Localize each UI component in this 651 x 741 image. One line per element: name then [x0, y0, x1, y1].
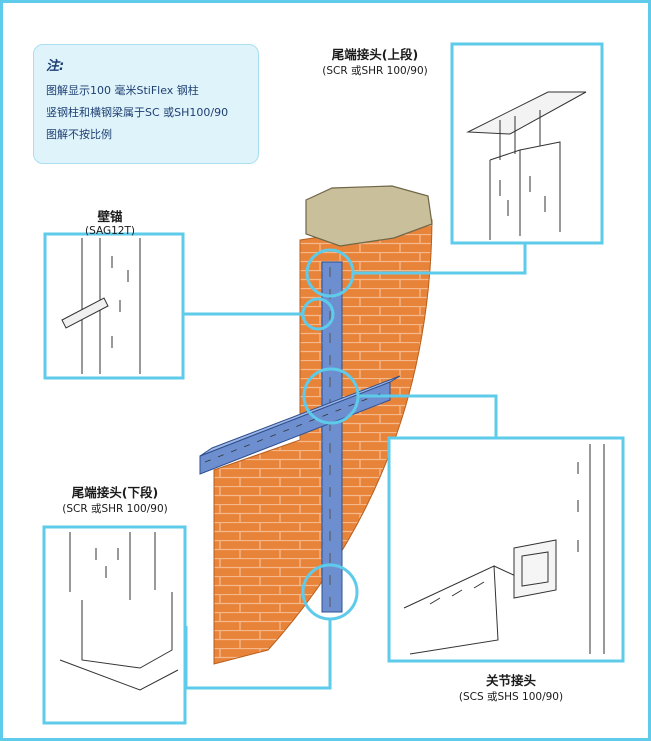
- sketch-joint-connector: [403, 444, 605, 655]
- label-end-joint-top-title: 尾端接头(上段): [331, 47, 419, 62]
- stone-cap: [305, 185, 433, 247]
- label-end-joint-bottom-sub: (SCR 或SHR 100/90): [62, 503, 168, 515]
- detail-box-bottom-end: [42, 525, 187, 725]
- note-line-2: 竖钢柱和横钢梁属于SC 或SH100/90: [46, 106, 229, 119]
- sketch-wall-anchor: [61, 238, 141, 374]
- label-joint-connector-sub: (SCS 或SHS 100/90): [458, 691, 564, 703]
- label-end-joint-bottom: 尾端接头(下段) (SCR 或SHR 100/90): [40, 482, 190, 516]
- detail-box-anchor: [43, 232, 185, 380]
- label-wall-anchor-sub: (SAG12T): [85, 225, 135, 237]
- sketch-top-end-joint: [466, 91, 587, 240]
- vertical-column: [321, 261, 343, 613]
- label-joint-connector-title: 关节接头: [485, 673, 536, 688]
- label-wall-anchor: 壁锚 (SAG12T): [60, 206, 160, 237]
- note-line-1: 图解显示100 毫米StiFlex 钢柱: [46, 84, 199, 97]
- detail-box-joint: [387, 436, 625, 663]
- label-end-joint-top-sub: (SCR 或SHR 100/90): [322, 65, 428, 77]
- label-wall-anchor-title: 壁锚: [97, 209, 123, 224]
- label-end-joint-bottom-title: 尾端接头(下段): [71, 485, 159, 500]
- horizontal-beam: [199, 375, 401, 475]
- note-line-3: 图解不按比例: [46, 128, 112, 141]
- sketch-bottom-end-joint: [59, 532, 179, 691]
- note-box: 注: 图解显示100 毫米StiFlex 钢柱 竖钢柱和横钢梁属于SC 或SH1…: [33, 44, 259, 164]
- label-end-joint-top: 尾端接头(上段) (SCR 或SHR 100/90): [300, 44, 450, 78]
- note-title: 注:: [46, 59, 65, 74]
- label-joint-connector: 关节接头 (SCS 或SHS 100/90): [436, 670, 586, 704]
- detail-box-top-end: [450, 42, 604, 245]
- connector-lines: [184, 244, 527, 690]
